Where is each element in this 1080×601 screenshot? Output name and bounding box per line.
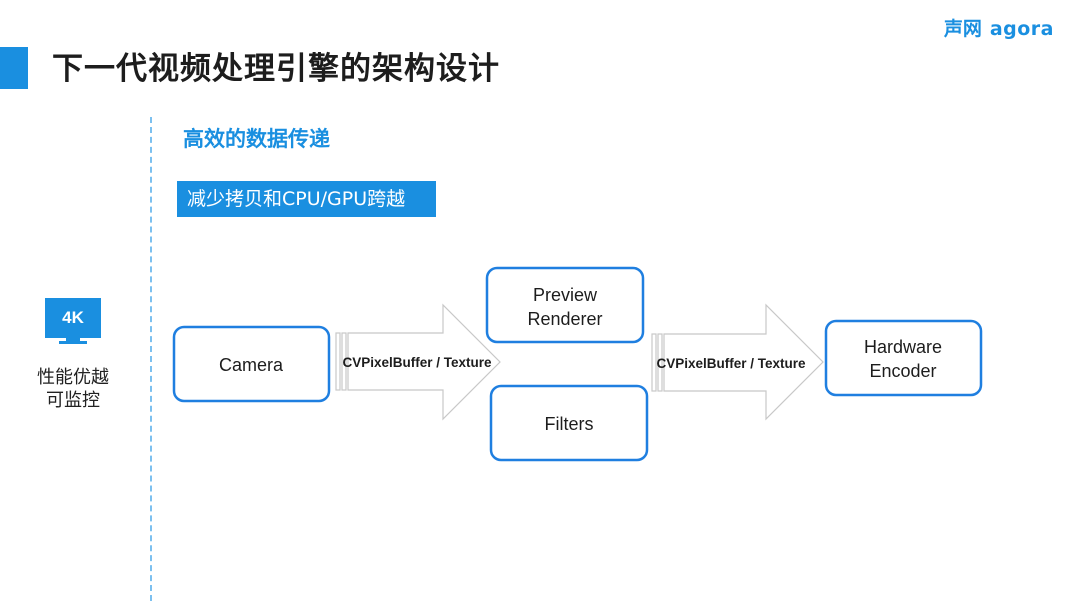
logo-cn-text: 声网	[943, 18, 982, 40]
preview-renderer-box	[485, 266, 645, 344]
filters-box	[489, 384, 649, 462]
hardware-encoder-node: Hardware Encoder	[824, 319, 983, 397]
right-arrow-label: CVPixelBuffer / Texture	[656, 356, 806, 371]
preview-label-line1: Preview	[533, 285, 598, 305]
filters-label: Filters	[545, 414, 594, 434]
left-arrow-body	[347, 303, 501, 421]
filters-node: Filters	[489, 384, 649, 462]
camera-box	[172, 325, 331, 403]
agora-logo: 声网 agora	[944, 16, 1054, 42]
left-block-arrow: CVPixelBuffer / Texture	[335, 303, 501, 421]
preview-renderer-node: Preview Renderer	[485, 266, 645, 344]
left-arrow-label: CVPixelBuffer / Texture	[342, 355, 492, 370]
logo-en-text: agora	[989, 18, 1054, 40]
hardware-encoder-box	[824, 319, 983, 397]
section-tag: 减少拷贝和CPU/GPU跨越	[177, 181, 436, 217]
right-arrow-body	[663, 303, 824, 421]
preview-label-line2: Renderer	[527, 309, 602, 329]
encoder-label-line2: Encoder	[869, 361, 936, 381]
feature-label-line2: 可监控	[46, 390, 100, 411]
left-arrow-stripe-1	[335, 332, 341, 391]
right-arrow-stripe-1	[651, 333, 657, 392]
monitor-4k-icon: 4K	[45, 298, 101, 346]
left-arrow-stripe-2	[341, 332, 347, 391]
feature-label: 性能优越 可监控	[20, 366, 126, 412]
camera-node: Camera	[172, 325, 331, 403]
page-title: 下一代视频处理引擎的架构设计	[52, 51, 500, 87]
title-accent-bar	[0, 47, 28, 89]
section-title: 高效的数据传递	[183, 127, 330, 151]
vertical-dashed-divider	[150, 117, 152, 601]
encoder-label-line1: Hardware	[864, 337, 942, 357]
monitor-screen: 4K	[45, 298, 101, 338]
feature-label-line1: 性能优越	[37, 367, 109, 388]
right-arrow-stripe-2	[657, 333, 663, 392]
monitor-base	[59, 341, 87, 344]
right-block-arrow: CVPixelBuffer / Texture	[651, 303, 824, 421]
camera-label: Camera	[219, 355, 284, 375]
monitor-stand	[66, 338, 80, 341]
